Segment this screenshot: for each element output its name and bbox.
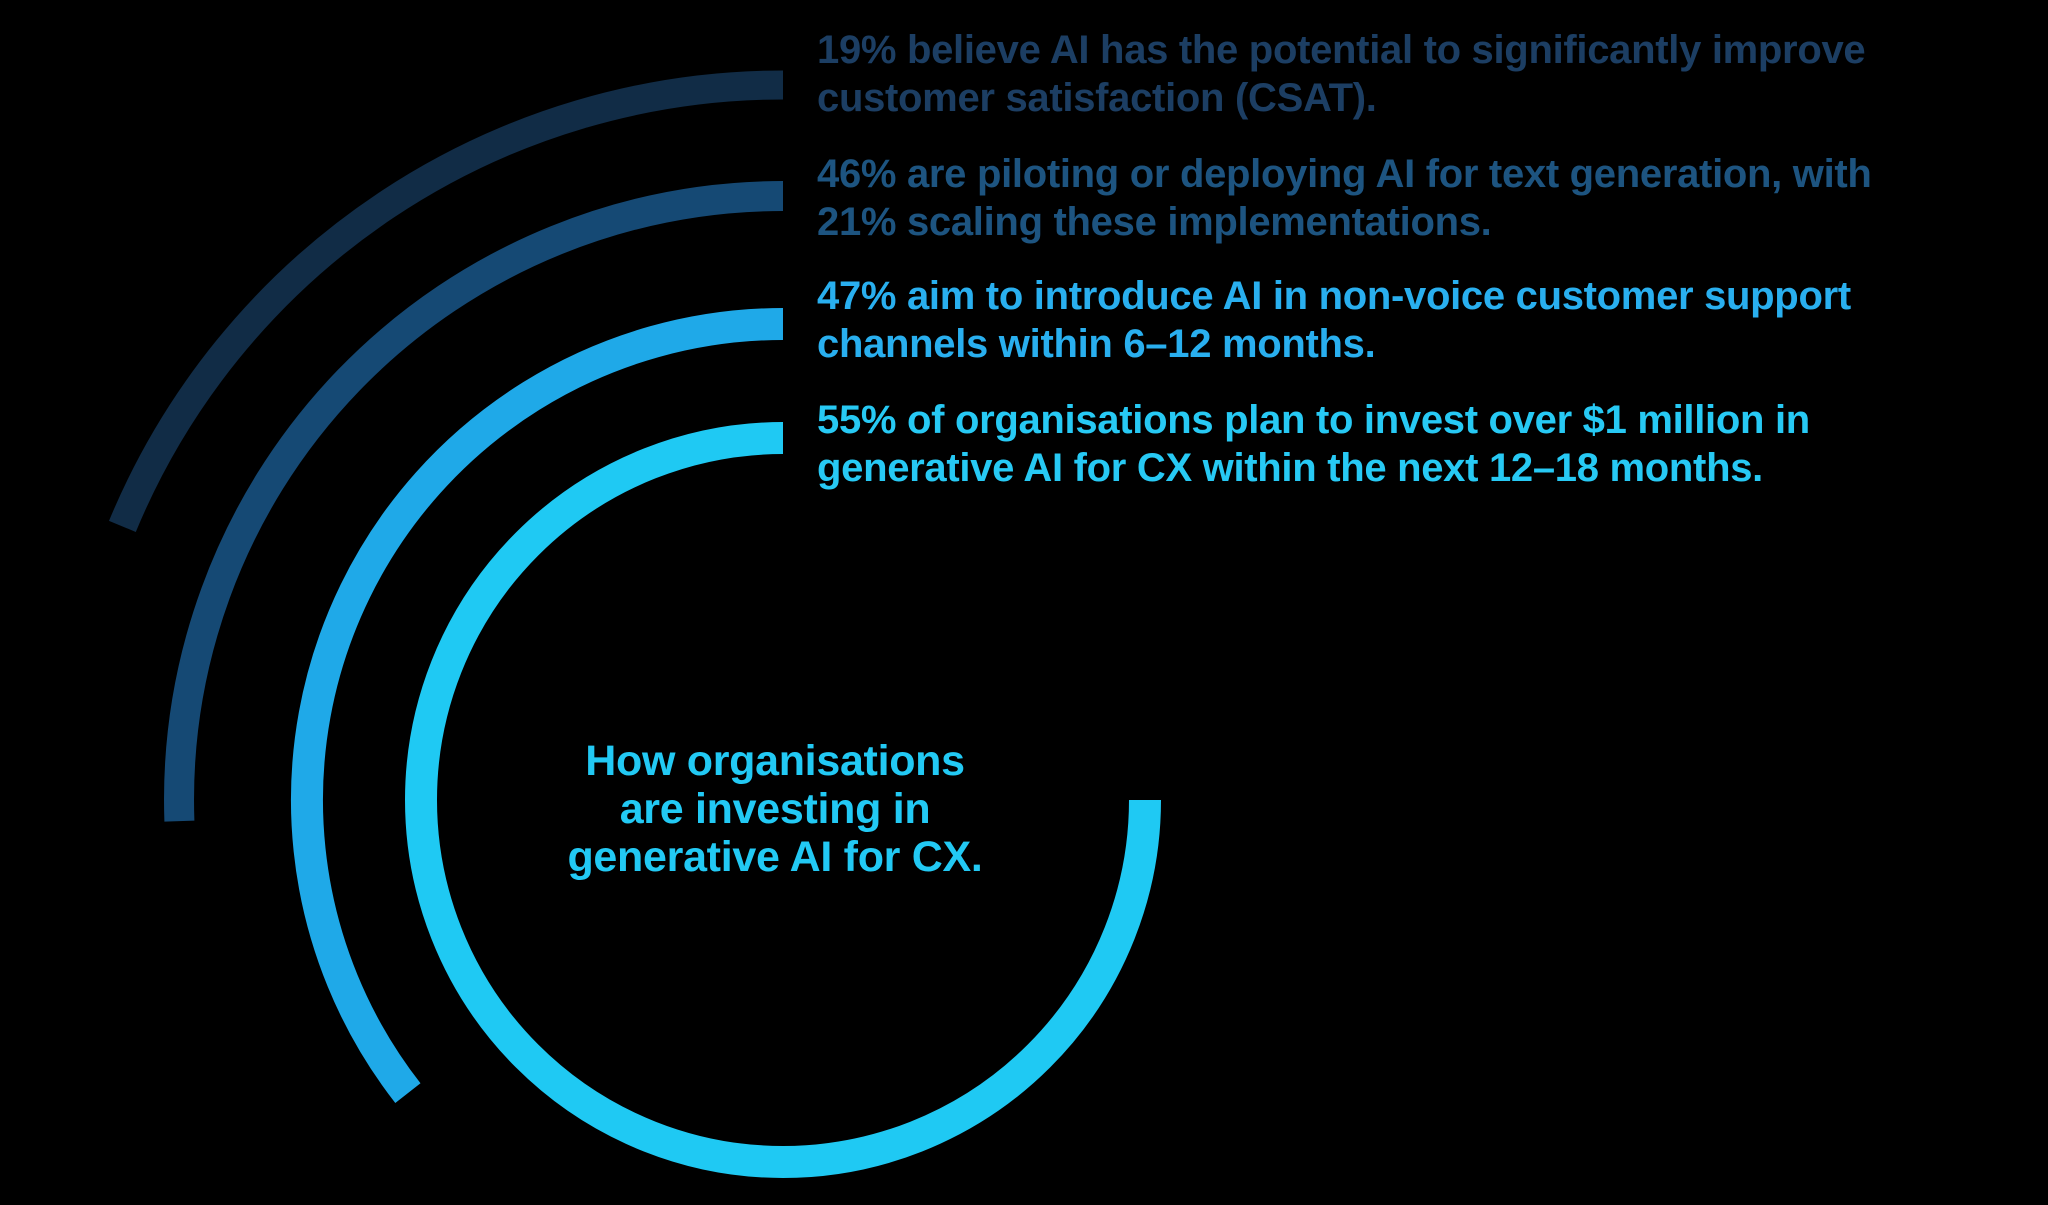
arc-47-percent <box>291 308 784 1103</box>
chart-center-title-line-3: generative AI for CX. <box>567 833 983 881</box>
annotation-47-percent: 47% aim to introduce AI in non-voice cus… <box>817 272 1851 368</box>
arc-46-percent <box>164 181 784 822</box>
annotation-55-percent: 55% of organisations plan to invest over… <box>817 396 1810 492</box>
annotation-46-percent: 46% are piloting or deploying AI for tex… <box>817 150 1872 246</box>
chart-center-title-line-1: How organisations <box>585 737 965 785</box>
chart-center-title-line-2: are investing in <box>619 785 931 833</box>
annotation-19-line-2: customer satisfaction (CSAT). <box>817 76 1377 120</box>
annotation-47-line-2: channels within 6–12 months. <box>817 322 1376 366</box>
arc-19-percent <box>109 70 784 532</box>
annotation-47-line-1: 47% aim to introduce AI in non-voice cus… <box>817 274 1851 318</box>
chart-center-title: How organisations are investing in gener… <box>567 737 982 881</box>
arc-55-percent <box>405 422 1161 1178</box>
annotation-19-line-1: 19% believe AI has the potential to sign… <box>817 28 1866 72</box>
annotation-46-line-2: 21% scaling these implementations. <box>817 200 1492 244</box>
annotation-55-line-2: generative AI for CX within the next 12–… <box>817 446 1763 490</box>
annotation-46-line-1: 46% are piloting or deploying AI for tex… <box>817 152 1872 196</box>
annotation-55-line-1: 55% of organisations plan to invest over… <box>817 398 1810 442</box>
annotation-19-percent: 19% believe AI has the potential to sign… <box>817 26 1866 122</box>
